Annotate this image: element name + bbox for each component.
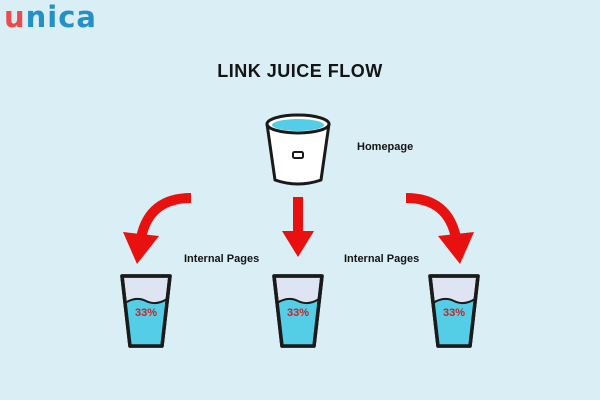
internal-pages-label-right: Internal Pages xyxy=(344,253,420,265)
straight-arrow-down-icon xyxy=(280,195,316,259)
unica-logo: unica xyxy=(4,0,97,34)
curved-arrow-left-icon xyxy=(115,188,195,266)
glass-percent-label: 33% xyxy=(286,307,310,319)
bucket-icon xyxy=(262,110,334,188)
glass-icon: 33% xyxy=(424,270,484,352)
glass-percent-label: 33% xyxy=(134,307,158,319)
glass-icon: 33% xyxy=(268,270,328,352)
curved-arrow-right-icon xyxy=(402,188,482,266)
logo-main-text: nica xyxy=(25,0,98,34)
diagram-title: LINK JUICE FLOW xyxy=(217,61,383,81)
logo-accent-letter: u xyxy=(4,0,26,34)
homepage-label: Homepage xyxy=(357,141,414,153)
internal-pages-label-left: Internal Pages xyxy=(184,253,260,265)
glass-percent-label: 33% xyxy=(442,307,466,319)
glass-icon: 33% xyxy=(116,270,176,352)
